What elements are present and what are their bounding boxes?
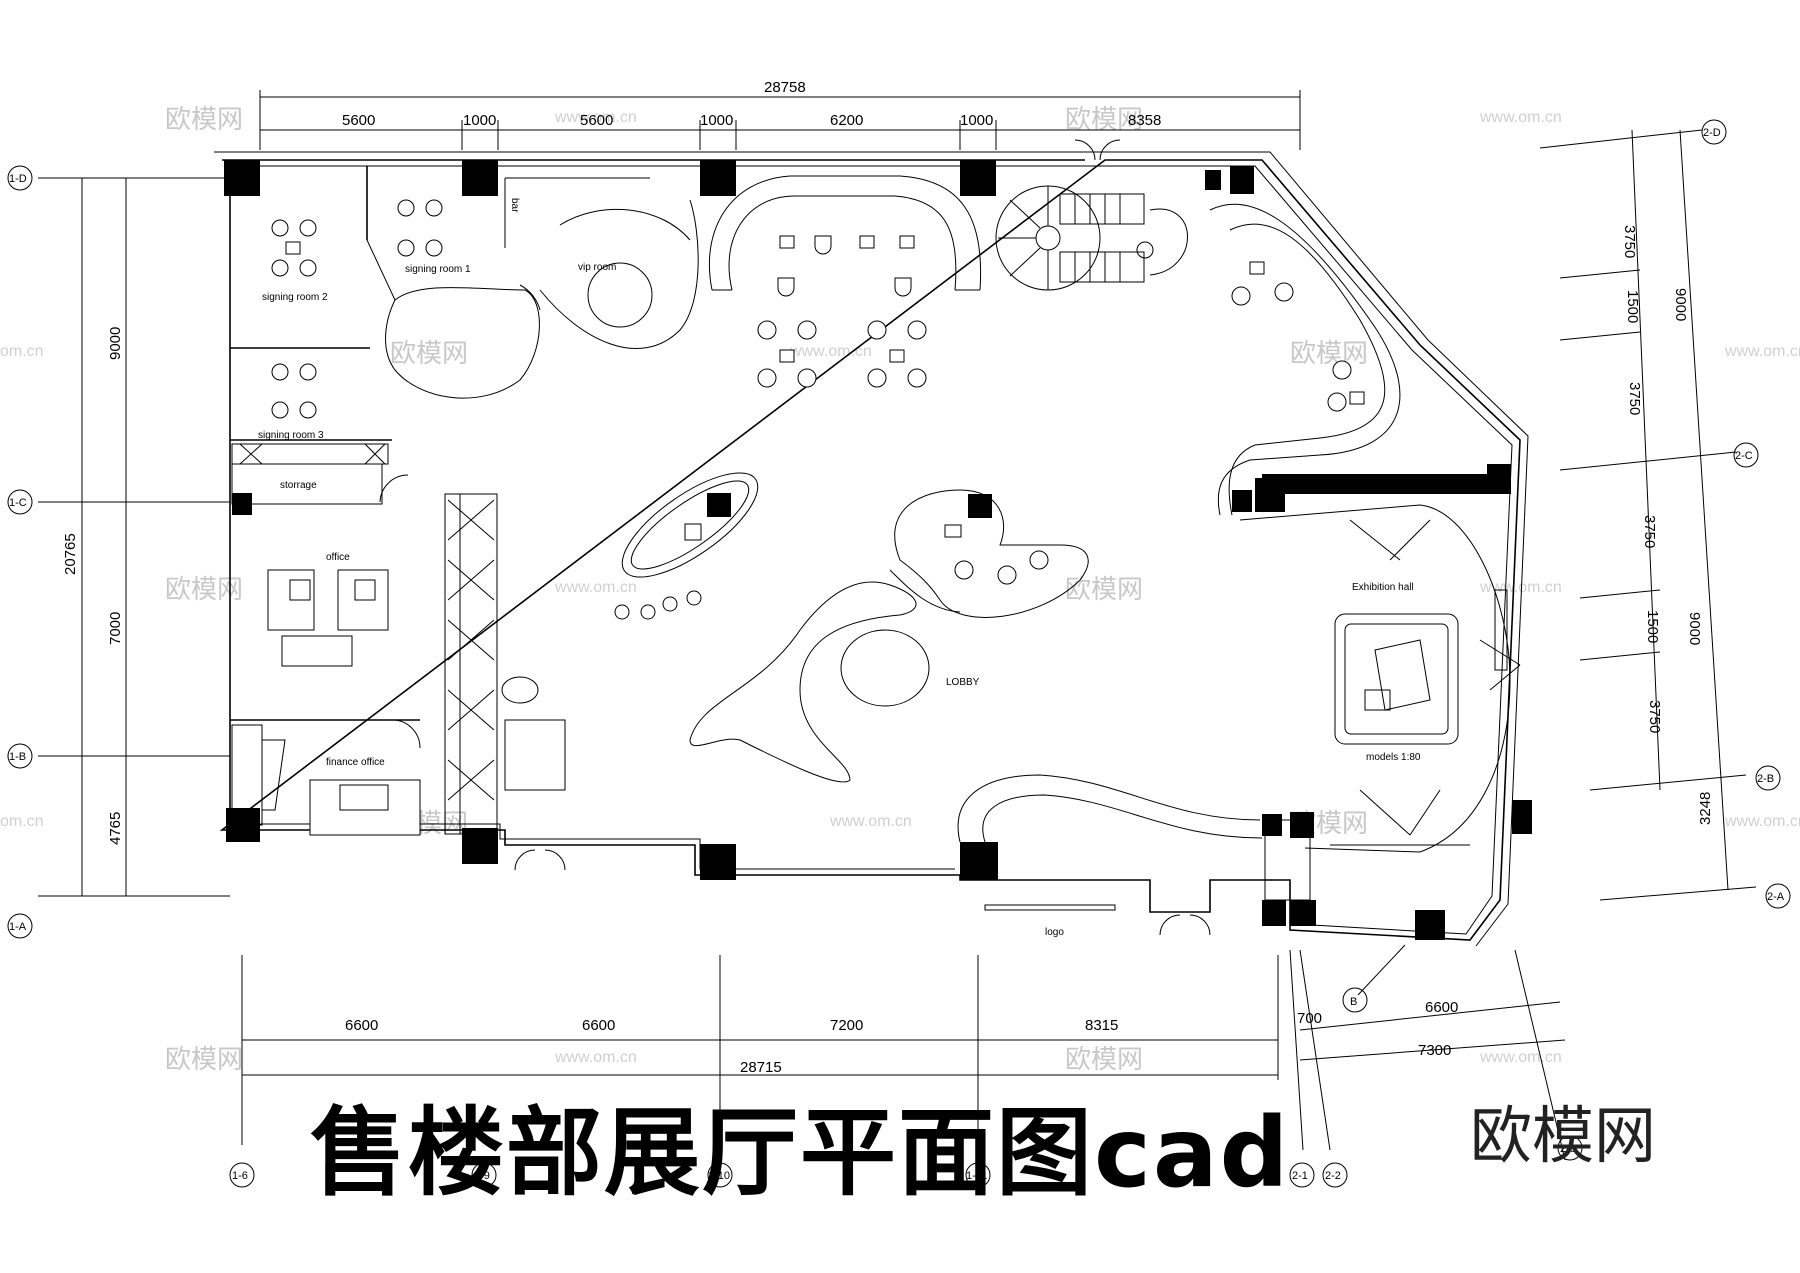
room-label-vip-room: vip room — [578, 262, 616, 273]
room-label-lobby: LOBBY — [946, 677, 980, 688]
watermark-url: www.om.cn — [829, 813, 912, 830]
room-label-office: office — [326, 552, 350, 563]
dim-right-detail: 1500 — [1624, 290, 1641, 323]
dim-right-detail: 3750 — [1641, 515, 1658, 548]
axis-label: 1-B — [9, 751, 26, 763]
spiral-stair — [995, 139, 1188, 291]
watermark-url: www.om.cn — [1479, 109, 1562, 126]
office-desks — [267, 569, 389, 667]
room-label-signing-room-1: signing room 1 — [405, 264, 471, 275]
room-label-bar: bar — [509, 198, 520, 213]
axis-bubbles-bottom — [229, 1135, 1583, 1188]
drawing-title: 售楼部展厅平面图cad — [310, 1097, 1291, 1209]
dim-top-seg: 5600 — [342, 112, 375, 129]
axis-label: B — [1350, 996, 1357, 1008]
outer-walls — [214, 151, 1529, 947]
exhibition-hall — [1239, 474, 1521, 853]
right-dimension-lines — [1539, 129, 1757, 901]
left-dimension-lines — [38, 177, 230, 897]
axis-bubbles-right — [1701, 119, 1791, 909]
dim-top-seg: 6200 — [830, 112, 863, 129]
dim-right-detail: 3750 — [1621, 225, 1638, 258]
axis-label: 1-A — [9, 921, 27, 933]
room-label-models: models 1:80 — [1366, 752, 1421, 763]
dim-right-detail: 1500 — [1644, 610, 1661, 643]
watermark-url: www.om.cn — [1479, 1049, 1562, 1066]
dim-bottom-right: 6600 — [1425, 999, 1458, 1016]
watermark-url: www.om.cn — [1724, 343, 1800, 360]
top-dimension-lines — [259, 90, 1301, 150]
entrance-area — [514, 774, 1311, 936]
dim-bottom-right: 700 — [1297, 1010, 1322, 1027]
dim-bottom-seg: 6600 — [582, 1017, 615, 1034]
room-label-signing-room-3: signing room 3 — [258, 430, 324, 441]
axis-label: 2-B — [1757, 773, 1774, 785]
left-rooms — [229, 160, 498, 836]
dim-right-detail: 3750 — [1626, 382, 1643, 415]
dim-top-seg: 1000 — [960, 112, 993, 129]
dim-top-total: 28758 — [764, 79, 806, 96]
room-label-exhibition-hall: Exhibition hall — [1352, 582, 1414, 593]
watermark-url: www.om.cn — [554, 579, 637, 596]
axis-label: 1-C — [9, 497, 27, 509]
watermark-url: www.om.cn — [554, 1049, 637, 1066]
axis-label: 1-11 — [966, 1170, 987, 1182]
dim-left-seg: 4765 — [107, 812, 124, 845]
dim-left-seg: 7000 — [107, 612, 124, 645]
signing-room-2-tables — [271, 199, 443, 419]
dim-top-seg: 5600 — [580, 112, 613, 129]
watermark-url: om.cn — [0, 343, 44, 360]
dim-right-group: 3248 — [1697, 792, 1714, 825]
watermark-logo: 欧模网 — [1065, 104, 1143, 134]
right-lounge — [1209, 203, 1401, 516]
dim-right-group: 9000 — [1672, 288, 1689, 321]
axis-label: 1-10 — [708, 1170, 730, 1182]
dim-top-seg: 8358 — [1128, 112, 1161, 129]
axis-label: 1-6 — [232, 1170, 248, 1182]
dim-top-seg: 1000 — [700, 112, 733, 129]
axis-label: 2-A — [1767, 891, 1785, 903]
watermark-url: www.om.cn — [1724, 813, 1800, 830]
dim-top-seg: 1000 — [463, 112, 496, 129]
lobby-features — [501, 472, 1089, 791]
dim-left-total: 20765 — [62, 533, 79, 575]
brand-logo: 欧模网 — [1470, 1099, 1657, 1172]
watermark-url: om.cn — [0, 813, 44, 830]
watermark-logo: 欧模网 — [1065, 574, 1143, 604]
axis-label: 2-1 — [1292, 1170, 1308, 1182]
watermark-url: www.om.cn — [789, 343, 872, 360]
axis-label: 2-D — [1703, 127, 1721, 139]
watermark-logo: 欧模网 — [165, 104, 243, 134]
axis-bubbles-left — [7, 165, 33, 939]
dim-left-seg: 9000 — [107, 327, 124, 360]
vip-room — [385, 177, 699, 399]
section-marker — [1342, 987, 1368, 1013]
watermark-url: www.om.cn — [554, 109, 637, 126]
watermark-logo: 欧模网 — [165, 574, 243, 604]
axis-label: 2-2 — [1325, 1170, 1341, 1182]
watermark-logo: 欧模网 — [1290, 338, 1368, 368]
watermark-logo: 欧模网 — [165, 1044, 243, 1074]
axis-label: 2-3 — [1560, 1143, 1576, 1155]
lounge-seating — [708, 175, 982, 388]
dim-bottom-seg: 7200 — [830, 1017, 863, 1034]
dim-bottom-seg: 6600 — [345, 1017, 378, 1034]
axis-label: 1-9 — [474, 1170, 490, 1182]
watermark-url: www.om.cn — [1479, 579, 1562, 596]
room-label-storage: storrage — [280, 480, 317, 491]
watermark-logo: 欧模网 — [390, 338, 468, 368]
dim-right-group: 9000 — [1686, 612, 1703, 645]
dim-right-detail: 3750 — [1646, 700, 1663, 733]
axis-label: 1-D — [9, 173, 27, 185]
room-label-finance-office: finance office — [326, 757, 385, 768]
room-label-signing-room-2: signing room 2 — [262, 292, 328, 303]
room-label-logo: logo — [1045, 927, 1064, 938]
bottom-dimension-lines — [241, 949, 1566, 1161]
axis-label: 2-C — [1735, 450, 1753, 462]
dim-bottom-right: 7300 — [1418, 1042, 1451, 1059]
dim-bottom-total: 28715 — [740, 1059, 782, 1076]
watermark-logo: 欧模网 — [1065, 1044, 1143, 1074]
dim-bottom-seg: 8315 — [1085, 1017, 1118, 1034]
